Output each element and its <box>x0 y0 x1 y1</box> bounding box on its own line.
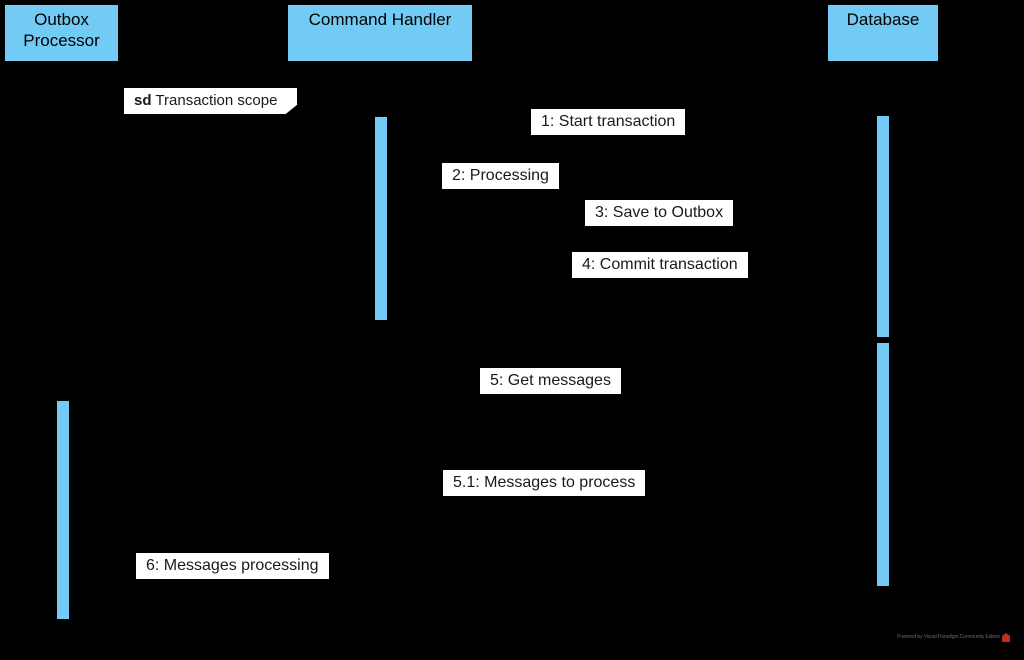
message-line-6-vertical <box>130 548 131 584</box>
fragment-keyword: sd <box>134 92 152 109</box>
message-arrowhead-3 <box>867 227 876 237</box>
message-label-4: 4: Commit transaction <box>572 252 748 278</box>
fragment-transaction-scope <box>124 88 914 302</box>
watermark-text: Powered by Visual Paradigm Community Edi… <box>897 634 1001 640</box>
activation-command-handler[interactable] <box>374 116 388 321</box>
message-line-6-return <box>70 584 130 585</box>
lifeline-command-handler <box>380 63 381 653</box>
message-line-1 <box>388 140 876 141</box>
watermark: Powered by Visual Paradigm Community Edi… <box>897 633 1011 642</box>
fragment-label: sd Transaction scope <box>124 88 299 115</box>
message-line-2 <box>388 194 876 195</box>
activation-database-1[interactable] <box>876 115 890 338</box>
activation-database-2[interactable] <box>876 342 890 587</box>
message-line-5-1 <box>70 501 876 502</box>
message-arrowhead-1 <box>867 136 876 146</box>
message-arrowhead-5 <box>867 395 876 405</box>
activation-outbox-processor[interactable] <box>56 400 70 620</box>
message-arrowhead-5-1 <box>70 497 79 507</box>
participant-outbox-processor[interactable]: Outbox Processor <box>3 3 120 63</box>
message-arrowhead-2 <box>388 190 397 200</box>
message-line-5 <box>70 399 876 400</box>
message-arrowhead-6 <box>70 580 79 590</box>
message-label-5-1: 5.1: Messages to process <box>443 470 646 496</box>
message-label-3: 3: Save to Outbox <box>585 200 734 226</box>
participant-database[interactable]: Database <box>826 3 940 63</box>
visual-paradigm-logo-icon <box>1002 633 1011 642</box>
participant-command-handler[interactable]: Command Handler <box>286 3 474 63</box>
message-label-6: 6: Messages processing <box>136 553 329 579</box>
message-line-4 <box>388 283 876 284</box>
message-label-5: 5: Get messages <box>480 368 621 394</box>
fragment-name: Transaction scope <box>155 92 278 109</box>
message-line-3 <box>388 231 876 232</box>
message-label-2: 2: Processing <box>442 163 559 189</box>
message-line-6 <box>70 548 130 549</box>
message-label-1: 1: Start transaction <box>531 109 686 135</box>
lifeline-outbox-processor <box>62 63 63 653</box>
message-arrowhead-4 <box>867 279 876 289</box>
